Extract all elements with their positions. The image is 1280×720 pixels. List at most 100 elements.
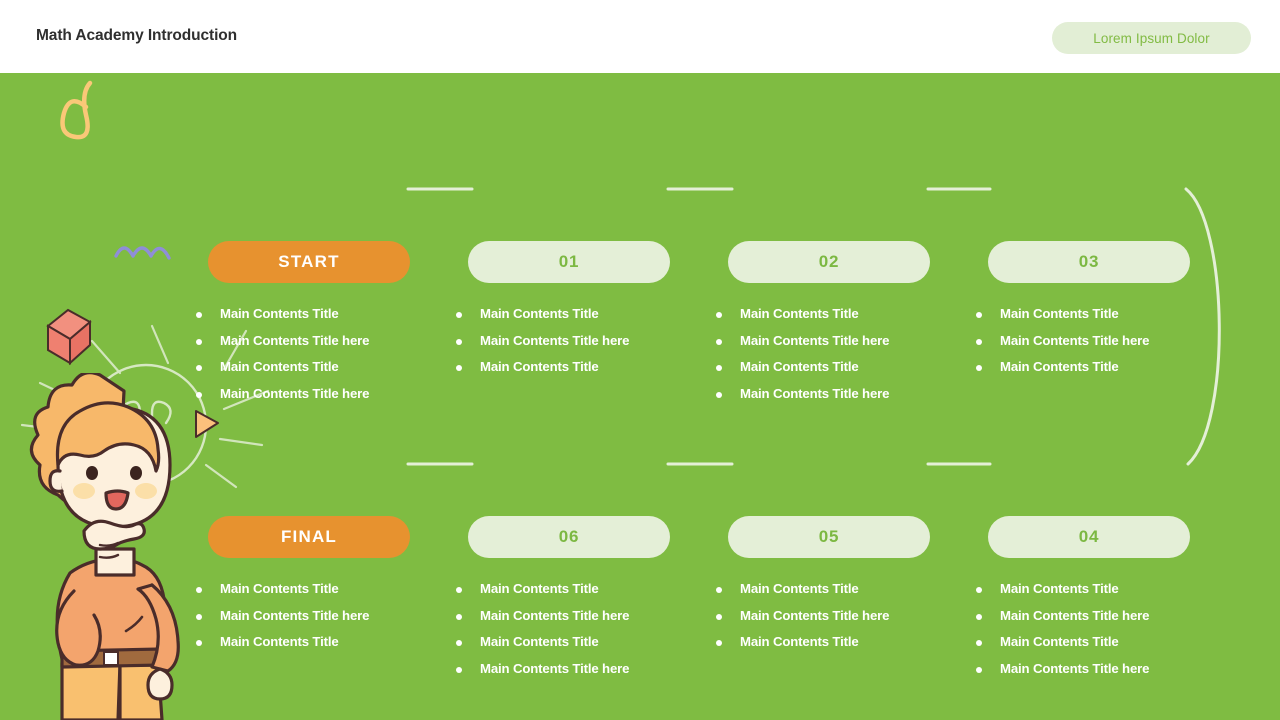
flow-node-03[interactable]: 03 — [988, 241, 1190, 283]
list-item-label: Main Contents Title here — [1000, 660, 1150, 676]
list-item: Main Contents Title here — [976, 661, 1149, 677]
flow-node-02[interactable]: 02 — [728, 241, 930, 283]
list-item-label: Main Contents Title here — [480, 607, 630, 623]
bullet-dot-icon — [196, 640, 202, 646]
list-item-label: Main Contents Title — [220, 306, 339, 321]
cube-icon — [46, 308, 92, 366]
list-item: Main Contents Title — [716, 306, 889, 322]
list-item: Main Contents Title — [456, 359, 629, 375]
list-item: Main Contents Title — [716, 634, 889, 650]
page-title: Math Academy Introduction — [36, 27, 238, 44]
flow-node-06-label: 06 — [558, 527, 580, 546]
list-item: Main Contents Title — [716, 581, 889, 597]
bullet-dot-icon — [456, 338, 462, 345]
wave-squiggle-icon — [114, 246, 171, 260]
bullet-dot-icon — [456, 312, 462, 318]
list-item: Main Contents Title — [976, 634, 1149, 650]
slide-canvas: START 01 02 03 FINAL 06 05 04 Main Conte… — [0, 73, 1280, 720]
list-item: Main Contents Title — [976, 359, 1149, 375]
list-item: Main Contents Title — [196, 634, 369, 650]
lightbulb-filament-icon — [120, 400, 172, 451]
list-item: Main Contents Title here — [196, 386, 369, 402]
lightbulb-glass-icon — [84, 363, 208, 487]
flow-node-final[interactable]: FINAL — [208, 516, 410, 558]
flow-node-01-label: 01 — [558, 252, 580, 271]
list-item-label: Main Contents Title — [220, 581, 339, 596]
list-item: Main Contents Title here — [716, 608, 889, 624]
list-item-label: Main Contents Title — [480, 359, 599, 374]
bullet-dot-icon — [196, 587, 202, 593]
bullet-dot-icon — [456, 365, 462, 371]
list-item: Main Contents Title — [196, 306, 369, 322]
bullet-dot-icon — [976, 666, 982, 673]
list-item: Main Contents Title — [976, 306, 1149, 322]
flow-node-start-label: START — [278, 252, 340, 271]
bullet-dot-icon — [716, 613, 722, 620]
list-item-label: Main Contents Title here — [740, 607, 890, 623]
list-item: Main Contents Title — [456, 634, 629, 650]
bullet-dot-icon — [716, 391, 722, 398]
list-item: Main Contents Title — [976, 581, 1149, 597]
list-item-label: Main Contents Title — [1000, 581, 1119, 596]
list-item: Main Contents Title here — [976, 608, 1149, 624]
list-item-label: Main Contents Title — [480, 306, 599, 321]
list-item-label: Main Contents Title — [740, 634, 859, 649]
bullet-dot-icon — [716, 365, 722, 371]
bullet-dot-icon — [456, 587, 462, 593]
bullet-dot-icon — [196, 613, 202, 620]
bullet-dot-icon — [456, 666, 462, 673]
flow-node-06[interactable]: 06 — [468, 516, 670, 558]
list-item-label: Main Contents Title — [740, 581, 859, 596]
bullet-dot-icon — [976, 312, 982, 318]
flow-node-01[interactable]: 01 — [468, 241, 670, 283]
flow-node-start[interactable]: START — [208, 241, 410, 283]
list-item-label: Main Contents Title — [220, 634, 339, 649]
bullet-dot-icon — [196, 391, 202, 398]
flow-node-05[interactable]: 05 — [728, 516, 930, 558]
list-item-label: Main Contents Title here — [1000, 607, 1150, 623]
list-item-label: Main Contents Title — [480, 581, 599, 596]
list-item-label: Main Contents Title here — [1000, 332, 1150, 348]
bullet-dot-icon — [976, 587, 982, 593]
slide-header: Math Academy Introduction Lorem Ipsum Do… — [0, 0, 1280, 73]
bullet-dot-icon — [976, 640, 982, 646]
list-item-label: Main Contents Title — [740, 359, 859, 374]
bullet-dot-icon — [716, 312, 722, 318]
bullet-dot-icon — [196, 338, 202, 345]
list-item-label: Main Contents Title — [1000, 359, 1119, 374]
list-item-label: Main Contents Title here — [740, 385, 890, 401]
list-item-label: Main Contents Title — [480, 634, 599, 649]
list-item: Main Contents Title — [456, 306, 629, 322]
lorem-ipsum-dolor-button[interactable]: Lorem Ipsum Dolor — [1052, 22, 1251, 54]
triangle-icon — [195, 410, 219, 438]
loop-squiggle-icon — [60, 80, 93, 140]
list-item-label: Main Contents Title here — [480, 660, 630, 676]
flow-node-03-label: 03 — [1078, 252, 1100, 271]
lorem-ipsum-dolor-button-label: Lorem Ipsum Dolor — [1093, 30, 1210, 46]
list-item: Main Contents Title here — [716, 333, 889, 349]
list-item-label: Main Contents Title — [220, 359, 339, 374]
bullet-dot-icon — [716, 640, 722, 646]
bullet-dot-icon — [456, 640, 462, 646]
bullet-dot-icon — [716, 587, 722, 593]
list-item: Main Contents Title here — [976, 333, 1149, 349]
flow-node-05-label: 05 — [818, 527, 840, 546]
list-item: Main Contents Title — [716, 359, 889, 375]
flow-node-02-label: 02 — [818, 252, 840, 271]
list-item: Main Contents Title here — [456, 333, 629, 349]
list-item-label: Main Contents Title here — [220, 332, 370, 348]
list-item: Main Contents Title — [456, 581, 629, 597]
flow-node-04[interactable]: 04 — [988, 516, 1190, 558]
list-item: Main Contents Title here — [456, 661, 629, 677]
bullet-dot-icon — [196, 365, 202, 371]
bullet-dot-icon — [976, 338, 982, 345]
list-item: Main Contents Title here — [196, 608, 369, 624]
flow-node-final-label: FINAL — [280, 527, 338, 546]
bullet-dot-icon — [976, 613, 982, 620]
